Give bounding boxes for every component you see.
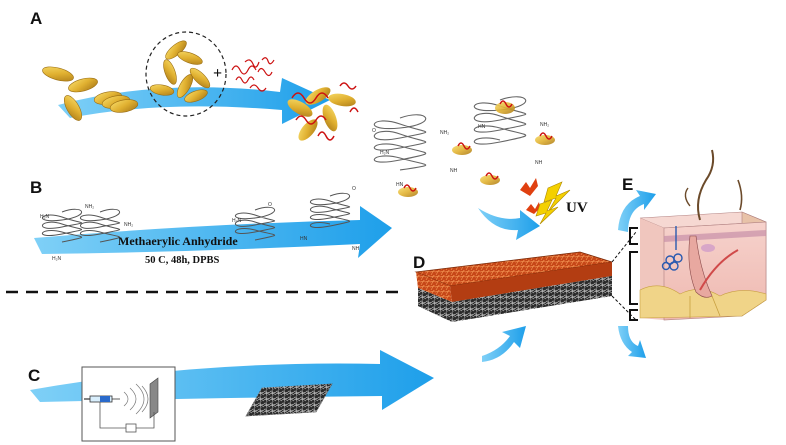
panel-a-gold-nanoparticles (42, 66, 139, 121)
reaction-conditions: 50 C, 48h, DPBS (145, 255, 220, 266)
svg-text:H₂N: H₂N (232, 218, 242, 224)
svg-text:HN: HN (478, 124, 486, 130)
helix-structure-right: NH₂ HN NH (398, 96, 555, 197)
panel-e-bracket (629, 227, 638, 321)
svg-text:H₂N: H₂N (40, 214, 50, 220)
collector-plate (149, 377, 159, 419)
panel-d-up-arrow (482, 326, 526, 362)
svg-text:H₂N: H₂N (380, 150, 390, 156)
svg-text:NH₂: NH₂ (85, 204, 94, 210)
panel-e-skin-block (639, 211, 767, 321)
svg-text:NH₂: NH₂ (540, 122, 549, 128)
helix-structure-left: O NH₂ H₂N NH HN (372, 114, 458, 188)
svg-text:NH₂: NH₂ (440, 130, 449, 136)
svg-text:NH: NH (535, 160, 543, 166)
panel-label-d: D (413, 253, 425, 272)
panel-e-sweat-gland (661, 226, 683, 271)
panel-b-helix-left: H₂N NH₂ NH₂ H₂N (40, 204, 133, 262)
svg-text:NH: NH (352, 246, 360, 252)
power-supply-icon (125, 423, 137, 433)
photo-initiator-fragments (520, 178, 540, 214)
panel-e-zoom-lines (611, 231, 637, 321)
panel-a-polymer-chains (231, 57, 275, 92)
panel-e-hair-follicle (684, 149, 743, 298)
svg-text:H₂N: H₂N (52, 256, 62, 262)
panel-b-helix-right: O HN NH (300, 186, 360, 252)
svg-text:NH: NH (450, 168, 458, 174)
panel-label-b: B (30, 178, 42, 197)
svg-text:HN: HN (396, 182, 404, 188)
panel-d-scaffold (414, 251, 613, 322)
svg-text:O: O (352, 186, 356, 192)
uv-curved-arrow (478, 208, 540, 240)
svg-text:NH₂: NH₂ (124, 222, 133, 228)
electrospinning-setup (81, 366, 176, 442)
svg-text:O: O (372, 128, 376, 134)
plus-sign: + (213, 65, 222, 82)
panel-a-dashed-circle: + (145, 31, 227, 117)
svg-text:O: O (268, 202, 272, 208)
panel-b-helix-middle: O H₂N (232, 202, 276, 241)
svg-text:HN: HN (300, 236, 308, 242)
reaction-reagent: Methaerylic Anhydride (118, 234, 238, 248)
panel-b-arrow (34, 206, 392, 258)
panel-a-composite (287, 82, 359, 141)
panel-e-curved-arrows (618, 190, 656, 358)
panel-label-a: A (30, 9, 42, 28)
uv-lightning-icon (535, 181, 571, 225)
panel-label-e: E (622, 175, 633, 194)
panel-c-nanofiber-mat (245, 383, 333, 417)
uv-label: UV (566, 200, 588, 216)
panel-label-c: C (28, 366, 40, 385)
